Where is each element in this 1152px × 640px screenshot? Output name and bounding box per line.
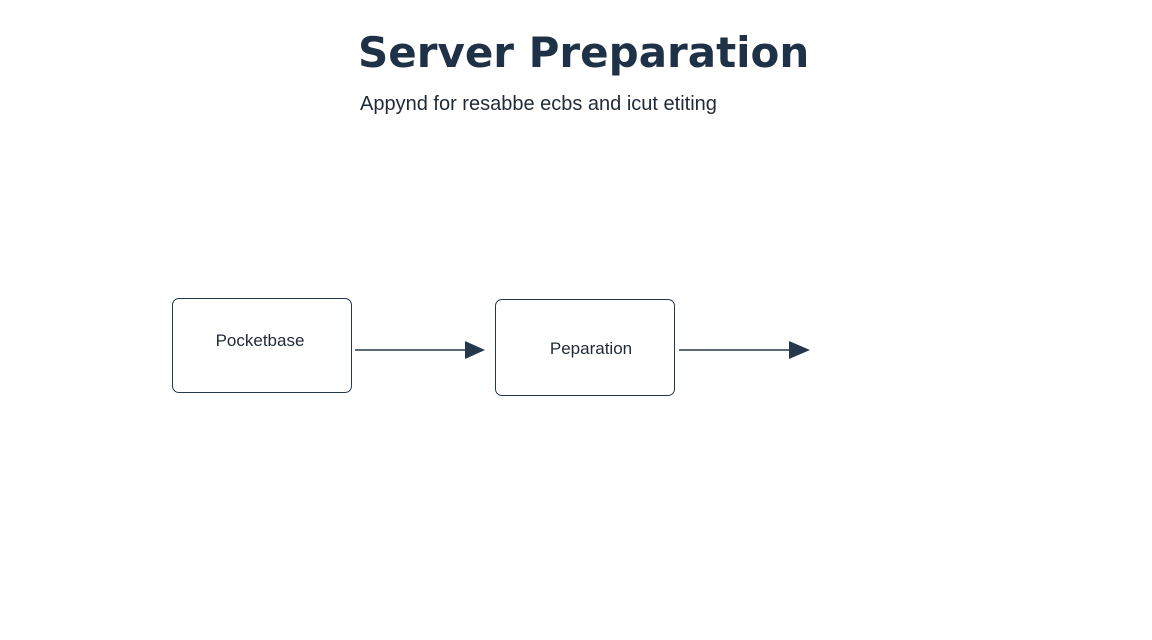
arrow-peparation-outgoing [679,341,810,359]
arrow-pocketbase-to-peparation [355,341,485,359]
node-pocketbase: Pocketbase [172,298,352,393]
diagram-subtitle: Appynd for resabbe ecbs and icut etiting [360,93,717,115]
diagram-title: Server Preparation [358,28,810,77]
node-peparation: Peparation [495,299,675,396]
node-label: Peparation [549,338,633,358]
node-label: Pocketbase [215,330,305,350]
